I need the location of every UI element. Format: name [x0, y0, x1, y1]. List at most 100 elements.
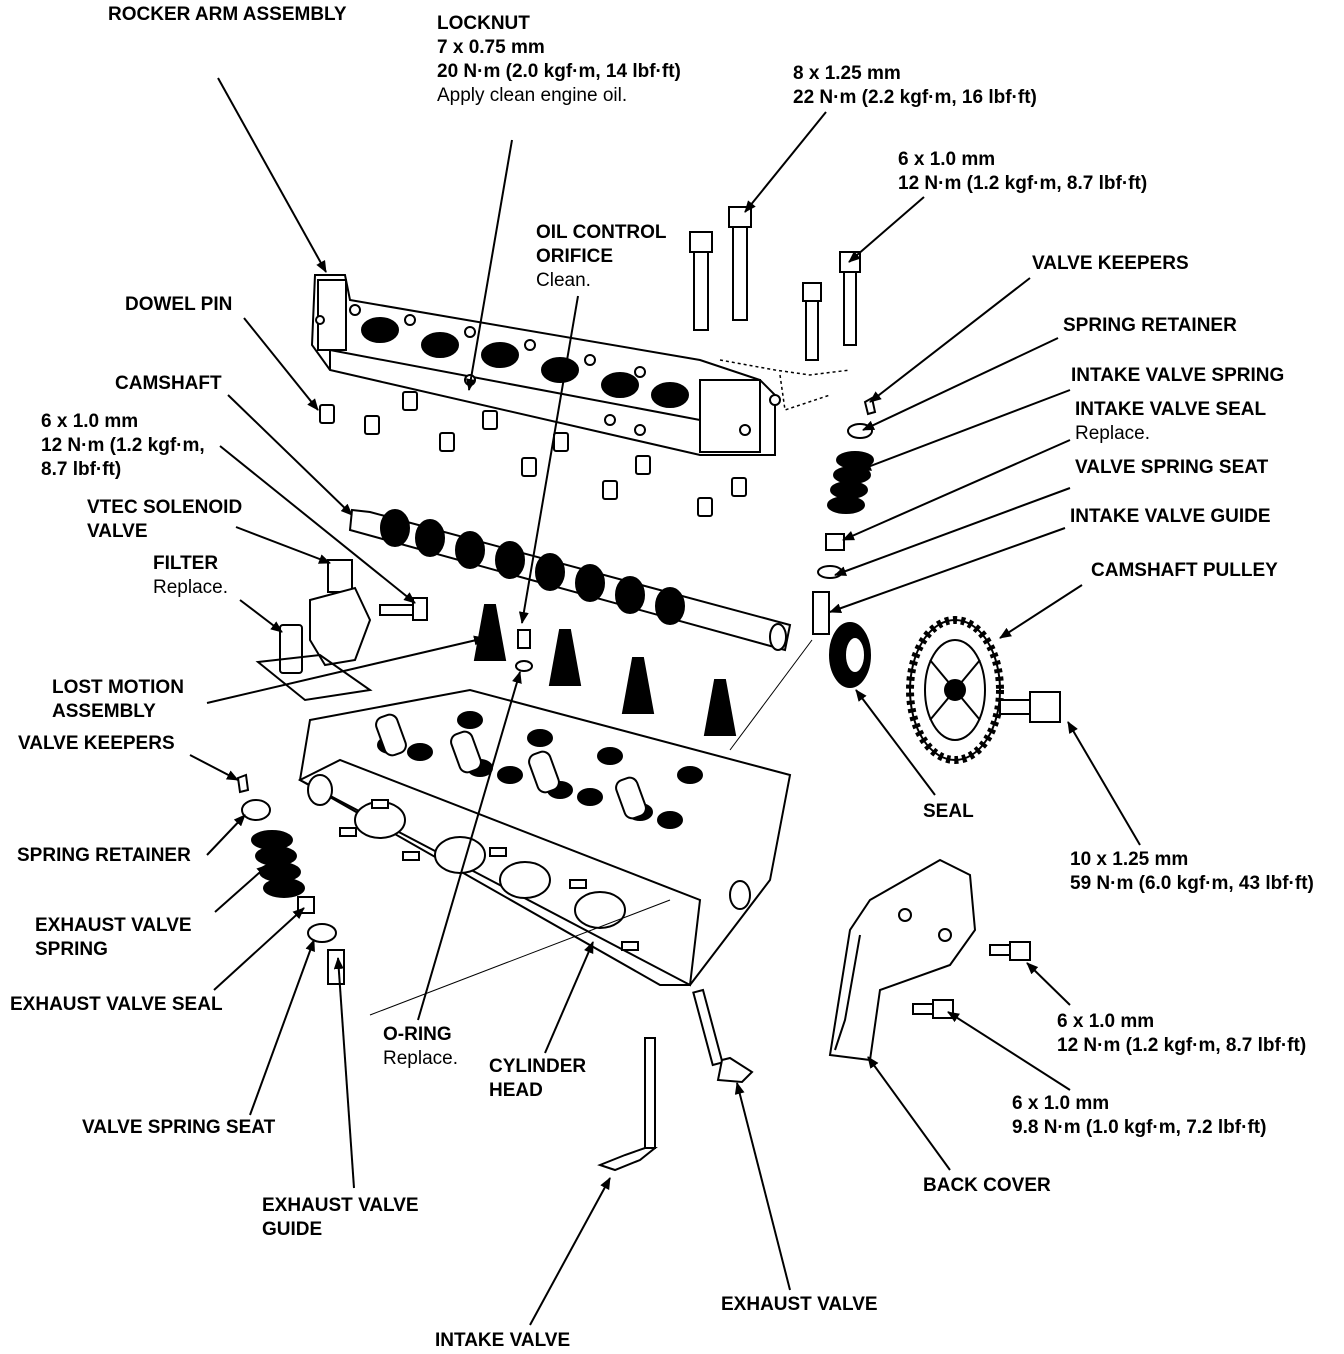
intake-valve-text: INTAKE VALVE	[435, 1330, 571, 1351]
label-seal: SEAL	[923, 800, 974, 824]
label-valve-keepers-intake: VALVE KEEPERS	[1032, 252, 1189, 276]
dowel-pin-text: DOWEL PIN	[125, 294, 233, 315]
spring-retainer-exhaust-text: SPRING RETAINER	[17, 845, 191, 866]
label-rocker-arm-assembly: ROCKER ARM ASSEMBLY	[108, 3, 347, 27]
lost-motion-assembly-line1: LOST MOTION	[52, 677, 184, 698]
label-bolt-8x125: 8 x 1.25 mm 22 N·m (2.2 kgf·m, 16 lbf·ft…	[793, 62, 1037, 110]
o-ring-note: Replace.	[383, 1048, 458, 1069]
label-bolt-6x10-top: 6 x 1.0 mm 12 N·m (1.2 kgf·m, 8.7 lbf·ft…	[898, 148, 1147, 196]
pulley-bolt-drawing	[999, 691, 1061, 723]
bolt-8x125-torque: 22 N·m (2.2 kgf·m, 16 lbf·ft)	[793, 87, 1037, 108]
label-o-ring: O-RING Replace.	[383, 1023, 458, 1071]
cylinder-head-line1: CYLINDER	[489, 1056, 587, 1077]
rocker-arm-assembly-text: ROCKER ARM ASSEMBLY	[108, 4, 347, 25]
label-lost-motion-assembly: LOST MOTION ASSEMBLY	[52, 676, 184, 724]
label-exhaust-valve-guide: EXHAUST VALVE GUIDE	[262, 1194, 419, 1242]
label-dowel-pin: DOWEL PIN	[125, 293, 232, 317]
locknut-size: 7 x 0.75 mm	[437, 37, 545, 58]
valve-keepers-exhaust-text: VALVE KEEPERS	[18, 733, 175, 754]
locknut-note: Apply clean engine oil.	[437, 85, 628, 106]
spring-retainer-intake-text: SPRING RETAINER	[1063, 315, 1237, 336]
label-intake-valve: INTAKE VALVE	[435, 1329, 570, 1353]
seal-drawing	[829, 622, 871, 688]
vtec-solenoid-valve-line2: VALVE	[87, 521, 148, 542]
bolt-10x125-torque: 59 N·m (6.0 kgf·m, 43 lbf·ft)	[1070, 873, 1314, 894]
rocker-bolts-drawing	[689, 206, 861, 411]
oil-control-orifice-note: Clean.	[536, 270, 591, 291]
locknut-torque: 20 N·m (2.0 kgf·m, 14 lbf·ft)	[437, 61, 681, 82]
bolt-6x10-left-torque2: 8.7 lbf·ft)	[41, 459, 122, 480]
bolt-6x10-left-torque1: 12 N·m (1.2 kgf·m,	[41, 435, 205, 456]
label-valve-spring-seat-intake: VALVE SPRING SEAT	[1075, 456, 1268, 480]
valve-spring-seat-intake-text: VALVE SPRING SEAT	[1075, 457, 1269, 478]
filter-title: FILTER	[153, 553, 219, 574]
label-valve-spring-seat-exhaust: VALVE SPRING SEAT	[82, 1116, 275, 1140]
rocker-arm-assembly-drawing	[310, 274, 781, 456]
cylinder-head-line2: HEAD	[489, 1080, 543, 1101]
oil-control-orifice-line1: OIL CONTROL	[536, 222, 667, 243]
intake-valve-stack-drawing	[812, 396, 877, 635]
bolt-6x10-top-torque: 12 N·m (1.2 kgf·m, 8.7 lbf·ft)	[898, 173, 1148, 194]
back-cover-text: BACK COVER	[923, 1175, 1051, 1196]
intake-valve-spring-text: INTAKE VALVE SPRING	[1071, 365, 1285, 386]
label-bolt-10x125: 10 x 1.25 mm 59 N·m (6.0 kgf·m, 43 lbf·f…	[1070, 848, 1314, 896]
label-camshaft: CAMSHAFT	[115, 372, 222, 396]
label-back-cover: BACK COVER	[923, 1174, 1051, 1198]
filter-note: Replace.	[153, 577, 228, 598]
o-ring-title: O-RING	[383, 1024, 452, 1045]
dowel-pins-drawing	[319, 391, 747, 517]
label-spring-retainer-exhaust: SPRING RETAINER	[17, 844, 191, 868]
lost-motion-assembly-line2: ASSEMBLY	[52, 701, 156, 722]
seal-text: SEAL	[923, 801, 974, 822]
camshaft-pulley-drawing	[906, 616, 1004, 764]
valve-spring-seat-exhaust-text: VALVE SPRING SEAT	[82, 1117, 276, 1138]
label-bolt-6x10-backcover: 6 x 1.0 mm 12 N·m (1.2 kgf·m, 8.7 lbf·ft…	[1057, 1010, 1306, 1058]
bolt-6x10-backcover-torque: 12 N·m (1.2 kgf·m, 8.7 lbf·ft)	[1057, 1035, 1307, 1056]
valves-drawing	[597, 988, 754, 1172]
camshaft-drawing	[348, 508, 792, 652]
camshaft-text: CAMSHAFT	[115, 373, 222, 394]
exhaust-valve-guide-line2: GUIDE	[262, 1219, 323, 1240]
label-locknut: LOCKNUT 7 x 0.75 mm 20 N·m (2.0 kgf·m, 1…	[437, 12, 681, 108]
bolt-6x10-lower-size: 6 x 1.0 mm	[1012, 1093, 1110, 1114]
exhaust-valve-spring-line2: SPRING	[35, 939, 108, 960]
back-cover-drawing	[828, 858, 1031, 1062]
vtec-solenoid-valve-line1: VTEC SOLENOID	[87, 497, 243, 518]
label-spring-retainer-intake: SPRING RETAINER	[1063, 314, 1237, 338]
locknut-title: LOCKNUT	[437, 13, 530, 34]
label-cylinder-head: CYLINDER HEAD	[489, 1055, 586, 1103]
label-exhaust-valve-seal: EXHAUST VALVE SEAL	[10, 993, 223, 1017]
label-exhaust-valve-spring: EXHAUST VALVE SPRING	[35, 914, 192, 962]
bolt-6x10-lower-torque: 9.8 N·m (1.0 kgf·m, 7.2 lbf·ft)	[1012, 1117, 1267, 1138]
lost-motion-assemblies-drawing	[473, 604, 737, 736]
vtec-solenoid-drawing	[255, 559, 428, 702]
oil-control-orifice-drawing	[515, 629, 533, 672]
bolt-8x125-size: 8 x 1.25 mm	[793, 63, 901, 84]
label-oil-control-orifice: OIL CONTROL ORIFICE Clean.	[536, 221, 667, 293]
bolt-6x10-left-size: 6 x 1.0 mm	[41, 411, 139, 432]
bolt-10x125-size: 10 x 1.25 mm	[1070, 849, 1189, 870]
intake-valve-seal-title: INTAKE VALVE SEAL	[1075, 399, 1267, 420]
intake-valve-guide-text: INTAKE VALVE GUIDE	[1070, 506, 1271, 527]
label-bolt-6x10-left: 6 x 1.0 mm 12 N·m (1.2 kgf·m, 8.7 lbf·ft…	[41, 410, 205, 482]
label-valve-keepers-exhaust: VALVE KEEPERS	[18, 732, 175, 756]
oil-control-orifice-line2: ORIFICE	[536, 246, 614, 267]
cylinder-head-drawing	[297, 688, 792, 987]
bolt-6x10-backcover-size: 6 x 1.0 mm	[1057, 1011, 1155, 1032]
camshaft-pulley-text: CAMSHAFT PULLEY	[1091, 560, 1278, 581]
valve-keepers-intake-text: VALVE KEEPERS	[1032, 253, 1189, 274]
intake-valve-seal-note: Replace.	[1075, 423, 1150, 444]
label-filter: FILTER Replace.	[153, 552, 228, 600]
label-camshaft-pulley: CAMSHAFT PULLEY	[1091, 559, 1278, 583]
label-intake-valve-seal: INTAKE VALVE SEAL Replace.	[1075, 398, 1266, 446]
bolt-6x10-top-size: 6 x 1.0 mm	[898, 149, 996, 170]
label-exhaust-valve: EXHAUST VALVE	[721, 1293, 878, 1317]
exhaust-valve-guide-line1: EXHAUST VALVE	[262, 1195, 419, 1216]
leader-lines	[189, 77, 1141, 1326]
exhaust-valve-spring-line1: EXHAUST VALVE	[35, 915, 192, 936]
label-intake-valve-spring: INTAKE VALVE SPRING	[1071, 364, 1284, 388]
label-vtec-solenoid-valve: VTEC SOLENOID VALVE	[87, 496, 242, 544]
label-bolt-6x10-lower: 6 x 1.0 mm 9.8 N·m (1.0 kgf·m, 7.2 lbf·f…	[1012, 1092, 1266, 1140]
exhaust-valve-text: EXHAUST VALVE	[721, 1294, 878, 1315]
